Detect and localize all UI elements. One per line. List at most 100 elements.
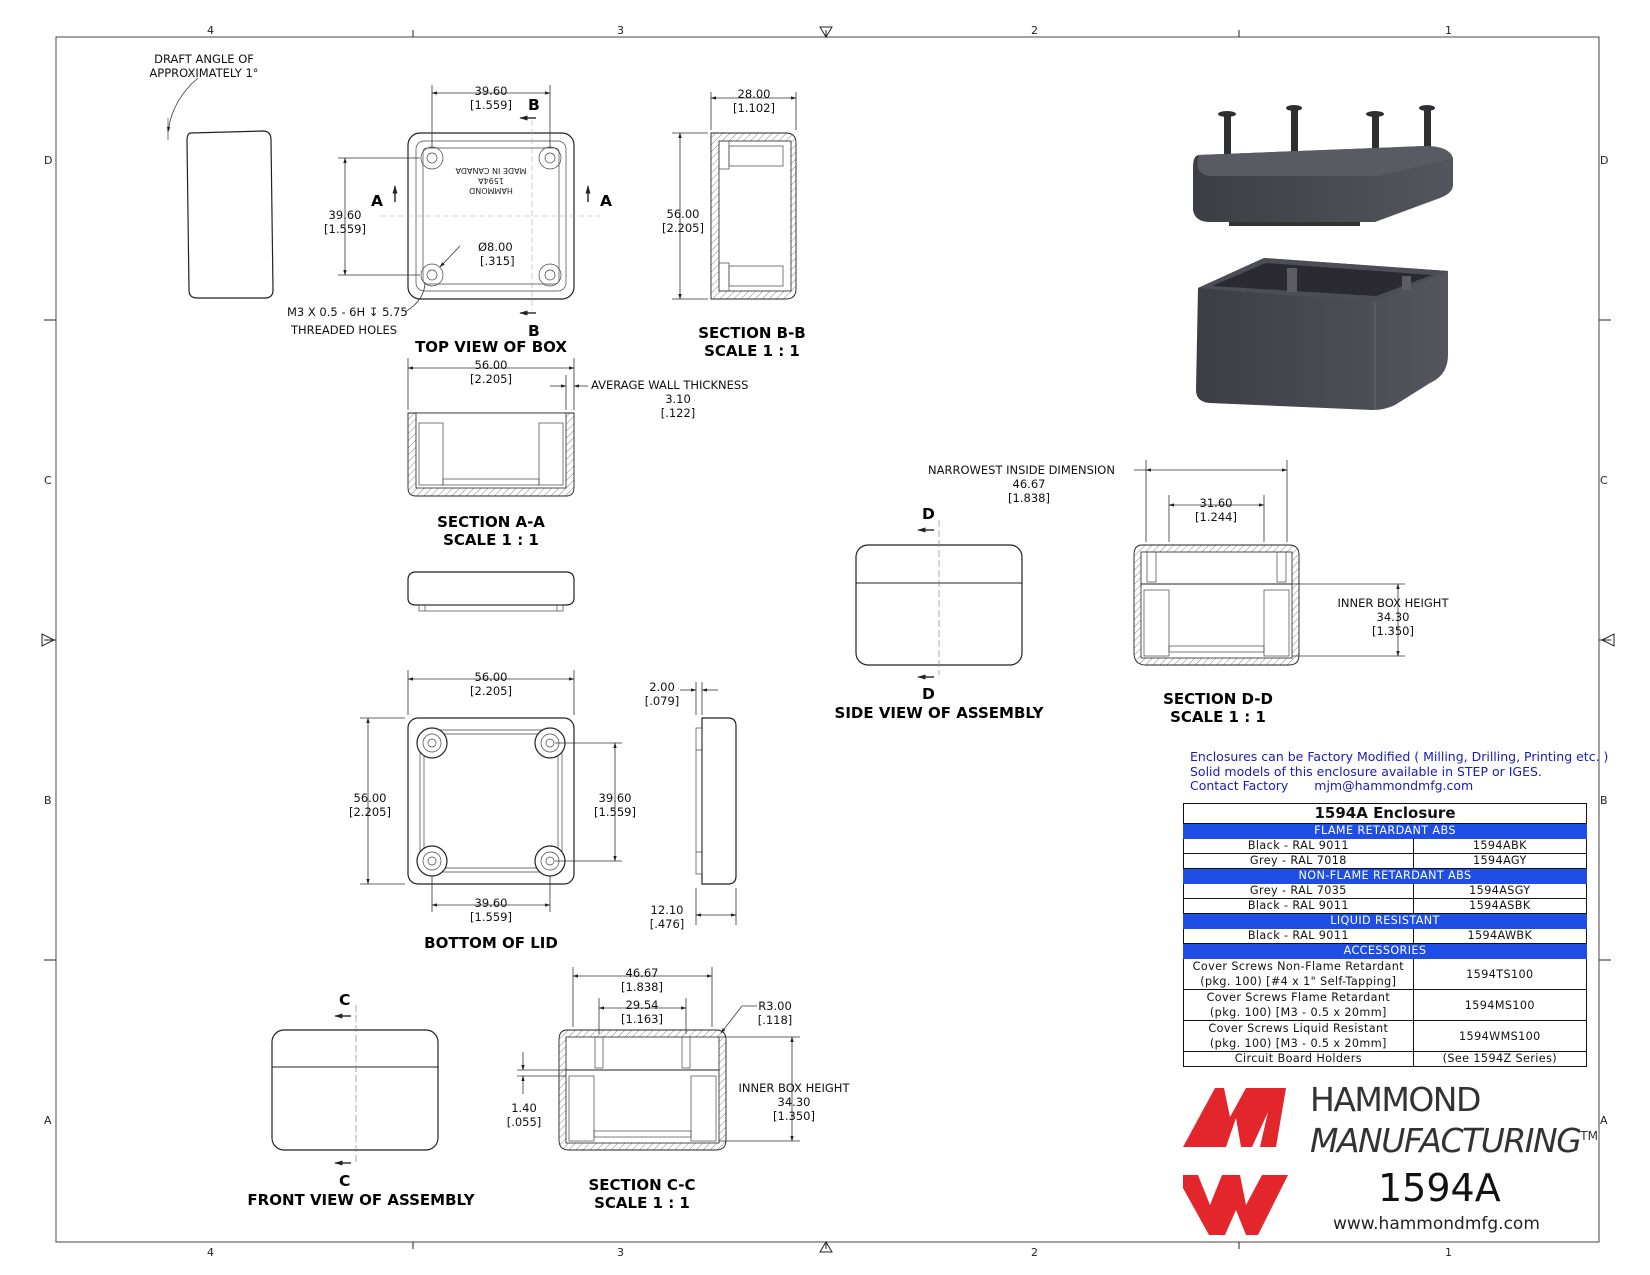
lid-profile-view: 2.00 [.079] 12.10 [.476] <box>645 680 737 931</box>
part-number-table: 1594A Enclosure FLAME RETARDANT ABS Blac… <box>1183 803 1588 1067</box>
lid-side-view <box>407 571 575 612</box>
section-marker-b-top: B <box>528 96 540 114</box>
grid-row-c: C <box>44 474 52 487</box>
screw-boss-bl <box>420 263 444 287</box>
section-bb-view: 28.00 [1.102] 56.00 [2.205] SECTION B-B … <box>662 87 806 360</box>
section-dd-view: NARROWEST INSIDE DIMENSION 46.67 [1.838]… <box>928 460 1449 726</box>
cc-lip-dim-in: [.055] <box>507 1115 542 1129</box>
cc-radius-dim: R3.00 <box>758 999 792 1013</box>
note-line-2: Solid models of this enclosure available… <box>1190 763 1542 779</box>
grid-row-a: A <box>44 1114 52 1127</box>
row-desc-line1: Cover Screws Flame Retardant <box>1206 991 1391 1004</box>
dd-height-dim: 34.30 <box>1377 610 1410 624</box>
grid-row-a-right: A <box>1600 1114 1608 1127</box>
front-view-of-assembly: C C FRONT VIEW OF ASSEMBLY <box>247 991 475 1209</box>
contact-email[interactable]: mjm@hammondmfg.com <box>1314 778 1474 793</box>
section-marker-b-bottom: B <box>528 322 540 340</box>
row-desc: Cover Screws Liquid Resistant(pkg. 100) … <box>1183 1020 1414 1052</box>
dd-height-dim-in: [1.350] <box>1372 624 1414 638</box>
bb-height-dim-in: [2.205] <box>662 221 704 235</box>
draft-note-line1: DRAFT ANGLE OF <box>154 52 254 66</box>
row-desc: Grey - RAL 7035 <box>1183 883 1414 899</box>
grid-labels: 4 3 2 1 4 3 2 1 D C B A D C B A <box>44 24 1608 1259</box>
wall-thickness-dim-in: [.122] <box>661 406 696 420</box>
row-part: 1594AWBK <box>1412 928 1588 944</box>
wall-thickness-note: AVERAGE WALL THICKNESS <box>591 378 748 392</box>
company-line-1: HAMMOND <box>1310 1080 1481 1119</box>
section-header-flame: FLAME RETARDANT ABS <box>1183 823 1587 839</box>
grid-row-c-right: C <box>1600 474 1608 487</box>
grid-col-4-bottom: 4 <box>207 1246 214 1259</box>
marker-c-bottom: C <box>339 1172 350 1190</box>
row-desc: Black - RAL 9011 <box>1183 898 1414 914</box>
cc-outer-dim-in: [1.838] <box>621 980 663 994</box>
draft-angle-view: DRAFT ANGLE OF APPROXIMATELY 1° <box>149 52 274 299</box>
row-part: 1594ASGY <box>1412 883 1588 899</box>
section-header-non-flame: NON-FLAME RETARDANT ABS <box>1183 868 1587 884</box>
cc-height-note: INNER BOX HEIGHT <box>739 1081 851 1095</box>
cc-height-dim: 34.30 <box>778 1095 811 1109</box>
lid-top-dim: 56.00 <box>475 670 508 684</box>
grid-row-b-right: B <box>1600 794 1608 807</box>
website-link[interactable]: www.hammondmfg.com <box>1333 1214 1540 1234</box>
trademark: TM <box>1580 1129 1598 1143</box>
section-marker-a-left: A <box>371 192 383 210</box>
side-view-of-assembly: D D SIDE VIEW OF ASSEMBLY <box>835 505 1045 722</box>
top-height-dim-in: [1.559] <box>324 222 366 236</box>
grid-col-2-bottom: 2 <box>1031 1246 1038 1259</box>
grid-row-d-right: D <box>1600 154 1608 167</box>
bb-width-dim: 28.00 <box>738 87 771 101</box>
table-row: Cover Screws Flame Retardant(pkg. 100) [… <box>1183 989 1588 1021</box>
dd-inner-dim: 31.60 <box>1200 496 1233 510</box>
lid-bottom-dim-in: [1.559] <box>470 910 512 924</box>
lid-right-dim: 39.60 <box>599 791 632 805</box>
marker-d-top: D <box>922 505 935 523</box>
cc-inner-dim-in: [1.163] <box>621 1012 663 1026</box>
exploded-3d-render <box>1193 105 1453 410</box>
bb-height-dim: 56.00 <box>667 207 700 221</box>
section-header-accessories: ACCESSORIES <box>1183 943 1587 959</box>
emboss-line-3: MADE IN CANADA <box>455 166 527 175</box>
top-width-dim: 39.60 <box>475 84 508 98</box>
row-part: (See 1594Z Series) <box>1412 1051 1588 1067</box>
lid-left-dim-in: [2.205] <box>349 805 391 819</box>
emboss-text: HAMMOND 1594A MADE IN CANADA <box>455 166 527 195</box>
lid-height-dim-in: [.476] <box>650 917 685 931</box>
row-desc: Cover Screws Flame Retardant(pkg. 100) [… <box>1183 989 1414 1021</box>
lid-boss-bl <box>416 845 448 877</box>
lid-title: BOTTOM OF LID <box>424 934 558 952</box>
lid-height-dim: 12.10 <box>651 903 684 917</box>
dd-scale: SCALE 1 : 1 <box>1170 708 1266 726</box>
bb-width-dim-in: [1.102] <box>733 101 775 115</box>
draft-note-line2: APPROXIMATELY 1° <box>149 66 258 80</box>
cc-lip-dim: 1.40 <box>511 1101 537 1115</box>
top-height-dim: 39.60 <box>329 208 362 222</box>
wall-thickness-dim: 3.10 <box>665 392 691 406</box>
bb-title: SECTION B-B <box>698 324 806 342</box>
grid-col-1: 1 <box>1445 24 1452 37</box>
grid-col-1-bottom: 1 <box>1445 1246 1452 1259</box>
lid-boss-tl <box>416 727 448 759</box>
grid-col-4: 4 <box>207 24 214 37</box>
grid-col-3: 3 <box>617 24 624 37</box>
drawing-border <box>41 26 1615 1253</box>
top-view-of-box: HAMMOND 1594A MADE IN CANADA 39.60 [1.55… <box>287 84 612 356</box>
part-number: 1594A <box>1378 1166 1501 1210</box>
grid-row-b: B <box>44 794 52 807</box>
row-desc-line1: Cover Screws Non-Flame Retardant <box>1192 960 1405 973</box>
marker-c-top: C <box>339 991 350 1009</box>
row-part: 1594ASBK <box>1412 898 1588 914</box>
table-row: Circuit Board Holders(See 1594Z Series) <box>1183 1051 1588 1067</box>
narrow-inside-dim-in: [1.838] <box>1008 491 1050 505</box>
lip-dim-in: [.079] <box>645 694 680 708</box>
row-part: 1594MS100 <box>1412 989 1588 1021</box>
aa-scale: SCALE 1 : 1 <box>443 531 539 549</box>
bottom-of-lid-view: 56.00 [2.205] 56.00 [2.205] 39.60 [1.559… <box>349 670 636 952</box>
dd-height-note: INNER BOX HEIGHT <box>1338 596 1450 610</box>
